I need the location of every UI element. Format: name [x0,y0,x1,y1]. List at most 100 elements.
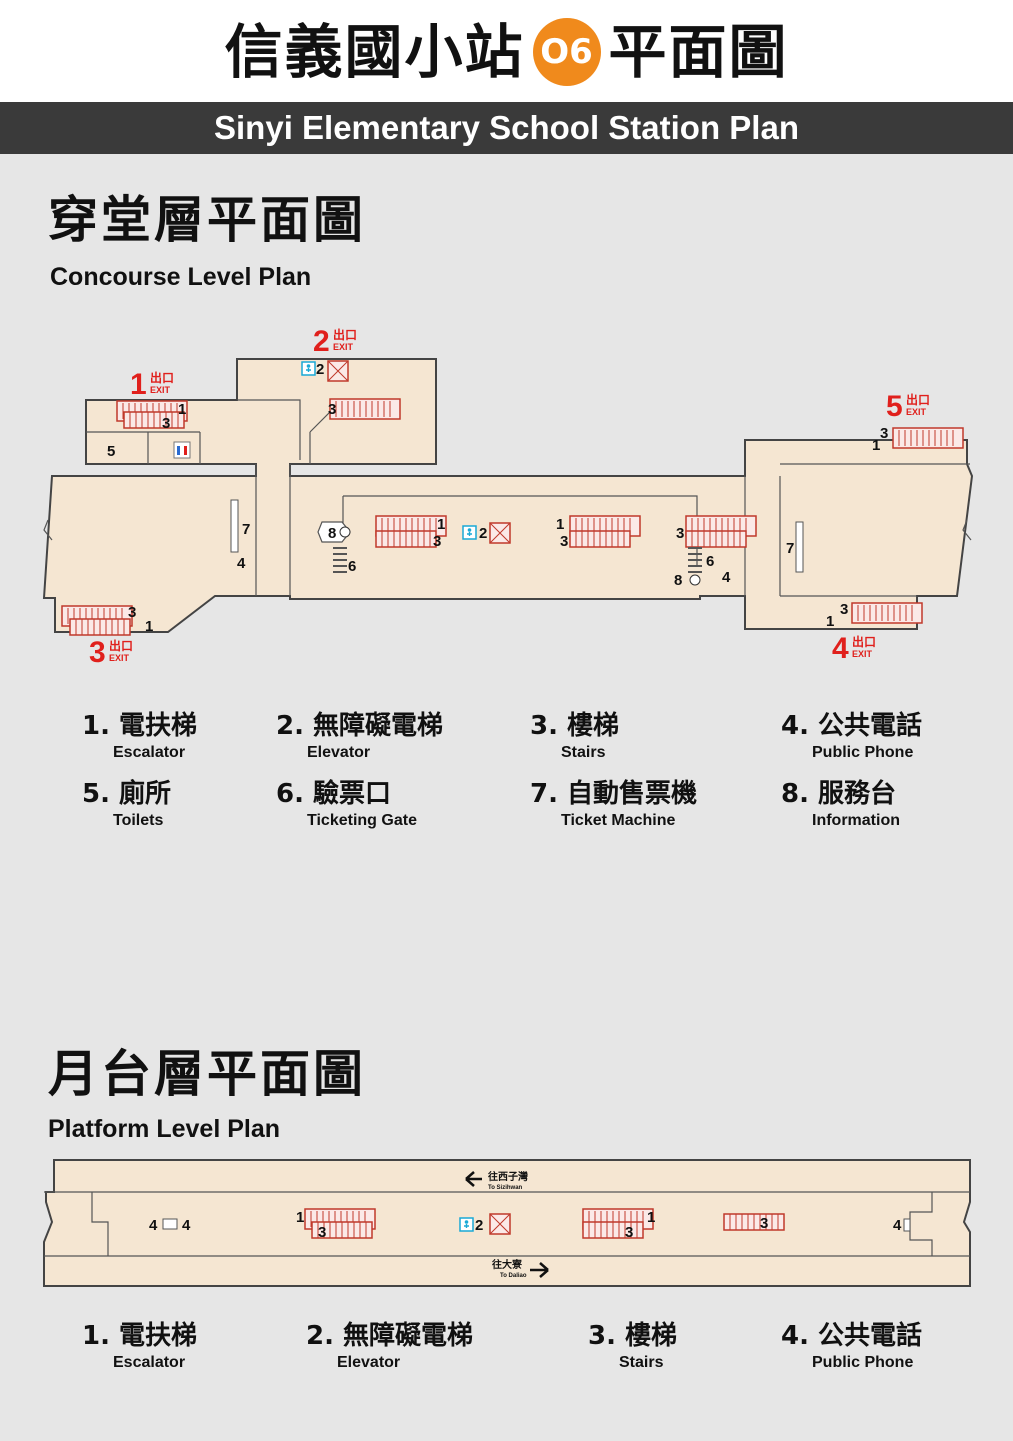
svg-text:2: 2 [313,325,330,358]
legend-item: 8. 服務台 Information [781,779,900,829]
svg-text:7: 7 [786,540,794,557]
concourse-title: 穿堂層平面圖 [48,191,366,249]
escalator-icon [329,398,401,420]
svg-text:出口: 出口 [333,327,357,342]
svg-text:4: 4 [832,632,849,665]
title-band [0,0,1013,102]
svg-text:3: 3 [625,1224,633,1241]
stairs-icon [375,530,437,548]
svg-text:1: 1 [145,618,153,635]
direction-lower-en: To Daliao [500,1273,527,1279]
exit-5-label: 5 出口 EXIT [886,390,930,423]
exit-3-label: 3 出口 EXIT [89,636,133,669]
svg-text:3: 3 [880,425,888,442]
svg-text:EXIT: EXIT [333,342,354,352]
svg-text:3: 3 [328,401,336,418]
ticket-machine-icon [230,499,804,573]
legend-item: 5. 廁所 Toilets [82,779,172,829]
svg-text:1: 1 [130,368,147,401]
direction-upper-zh: 往西子灣 [488,1170,528,1183]
legend-item: 3. 樓梯 Stairs [588,1321,678,1371]
escalator-icon [851,602,923,624]
escalator-icon [892,427,964,449]
svg-text:3: 3 [560,533,568,550]
svg-text:出口: 出口 [109,638,133,653]
stairs-icon [685,530,747,548]
svg-text:1: 1 [437,516,445,533]
svg-text:6: 6 [348,558,356,575]
stairs-icon [723,1213,785,1231]
platform-subtitle: Platform Level Plan [48,1115,281,1143]
svg-text:2: 2 [316,361,324,378]
svg-text:3: 3 [760,1215,768,1232]
elevator-icon [327,360,349,382]
svg-text:3: 3 [89,636,106,669]
svg-text:6: 6 [706,553,714,570]
svg-text:出口: 出口 [906,392,930,407]
legend-item: 2. 無障礙電梯 Elevator [276,711,444,761]
svg-text:7: 7 [242,521,250,538]
svg-text:出口: 出口 [852,634,876,649]
legend-item: 1. 電扶梯 Escalator [82,1321,198,1371]
stairs-icon [582,1221,644,1239]
track-edge-left [43,519,53,541]
svg-text:4: 4 [149,1217,158,1234]
svg-text:EXIT: EXIT [852,649,873,659]
direction-arrows: 往西子灣 To Sizihwan 往大寮 To Daliao [465,1170,549,1279]
elevator-icon [489,1213,511,1235]
legend-item: 7. 自動售票機 Ticket Machine [530,779,698,829]
page-title-suffix: 平面圖 [608,18,789,86]
track-edge-right [962,519,972,541]
stairs-icon [123,411,185,429]
exit-1-label: 1 出口 EXIT [130,368,174,401]
svg-text:EXIT: EXIT [109,653,130,663]
svg-text:8: 8 [674,572,682,589]
svg-text:3: 3 [162,415,170,432]
svg-text:5: 5 [886,390,903,423]
svg-text:3: 3 [840,601,848,618]
direction-lower-zh: 往大寮 [492,1258,523,1271]
svg-text:1: 1 [826,613,834,630]
svg-text:出口: 出口 [150,370,174,385]
svg-text:1: 1 [872,437,880,454]
legend-item: 1. 電扶梯 Escalator [82,711,198,761]
legend-item: 2. 無障礙電梯 Elevator [306,1321,474,1371]
svg-text:4: 4 [237,555,246,572]
svg-text:1: 1 [178,401,186,418]
svg-text:1: 1 [296,1209,304,1226]
svg-text:4: 4 [722,569,731,586]
wheelchair-icon [462,525,477,540]
exit-2-label: 2 出口 EXIT [313,325,357,358]
page-subtitle: Sinyi Elementary School Station Plan [0,102,1013,154]
elevator-icon [489,522,511,544]
info-icon [317,521,701,586]
concourse-subtitle: Concourse Level Plan [50,263,312,291]
arrow-icon [530,1262,549,1278]
platform-title: 月台層平面圖 [48,1045,366,1103]
exit-labels: 1 出口 EXIT 2 出口 EXIT 5 出口 EXIT 3 出口 EXIT … [89,325,930,669]
phone-icon [162,1218,178,1230]
svg-text:3: 3 [676,525,684,542]
stairs-icon [569,530,631,548]
svg-text:4: 4 [182,1217,191,1234]
svg-text:EXIT: EXIT [150,385,171,395]
legend-item: 4. 公共電話 Public Phone [781,711,923,761]
wheelchair-icon [301,361,316,376]
wheelchair-icon [459,1217,474,1232]
svg-text:3: 3 [318,1224,326,1241]
exit-4-label: 4 出口 EXIT [832,632,876,665]
direction-upper-en: To Sizihwan [488,1185,523,1191]
page-title-station: 信義國小站 [224,18,525,86]
svg-text:4: 4 [893,1217,902,1234]
svg-text:2: 2 [475,1217,483,1234]
legend-item: 3. 樓梯 Stairs [530,711,620,761]
page-title: 信義國小站 O6 平面圖 [0,14,1013,90]
svg-text:1: 1 [647,1209,655,1226]
station-code-badge: O6 [532,18,601,86]
toilet-icon [173,441,191,459]
svg-text:5: 5 [107,443,115,460]
